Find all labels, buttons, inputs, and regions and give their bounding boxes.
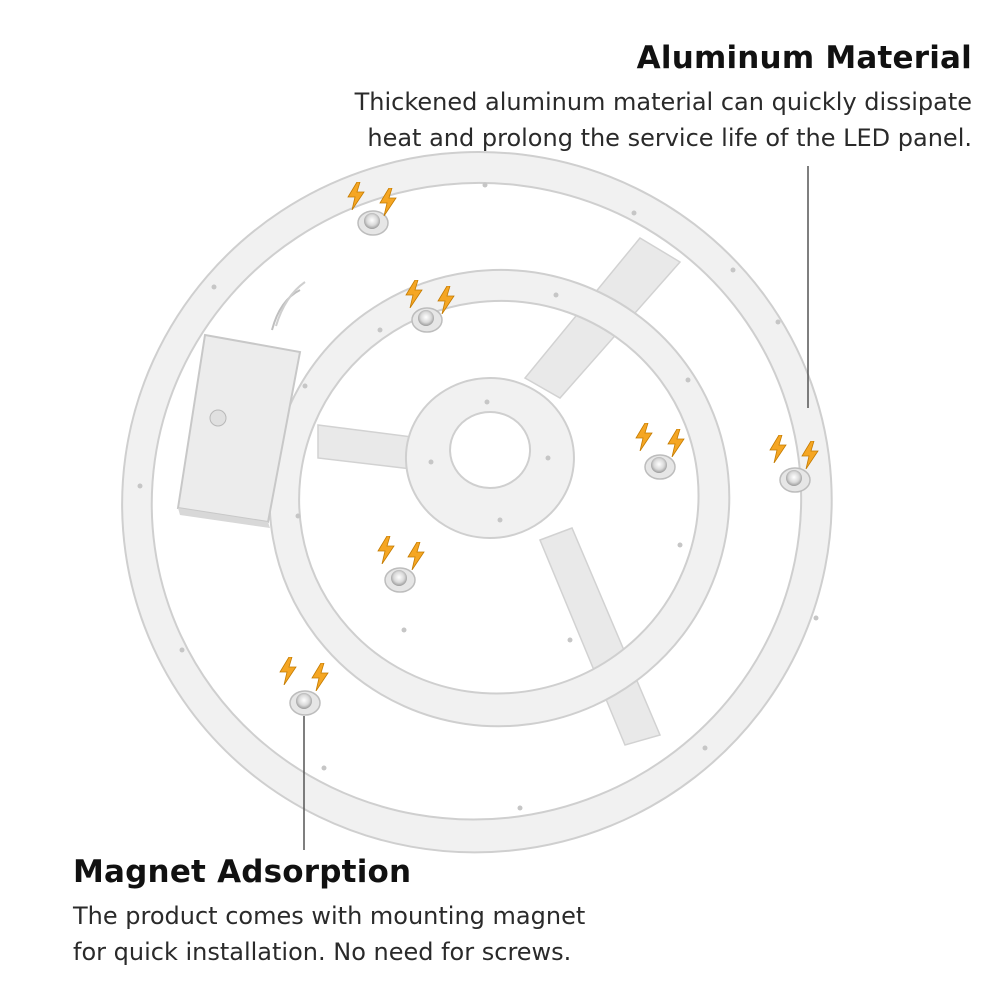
magnet-icon (377, 536, 425, 593)
magnet-icon (769, 435, 819, 493)
magnet-adsorption-callout: Magnet Adsorption The product comes with… (73, 852, 713, 970)
magnet-icon (347, 182, 397, 236)
aluminum-material-callout: Aluminum Material Thickened aluminum mat… (272, 38, 972, 156)
middle-ring (268, 269, 731, 728)
magnet-description-line-2: for quick installation. No need for scre… (73, 938, 572, 966)
aluminum-description-line-1: Thickened aluminum material can quickly … (354, 88, 972, 116)
aluminum-description-line-2: heat and prolong the service life of the… (367, 124, 972, 152)
magnet-description-line-1: The product comes with mounting magnet (73, 902, 586, 930)
magnet-icon (405, 280, 455, 333)
mounting-holes (137, 182, 819, 811)
magnet-adsorption-title: Magnet Adsorption (73, 854, 412, 890)
inner-ring (405, 377, 575, 539)
magnet-icon (635, 423, 685, 480)
aluminum-material-title: Aluminum Material (636, 40, 972, 76)
driver-box (176, 281, 306, 528)
magnet-icon (279, 657, 329, 716)
magnet-adsorption-description: The product comes with mounting magnet f… (73, 898, 713, 970)
aluminum-material-description: Thickened aluminum material can quickly … (272, 84, 972, 156)
outer-ring (121, 151, 833, 854)
